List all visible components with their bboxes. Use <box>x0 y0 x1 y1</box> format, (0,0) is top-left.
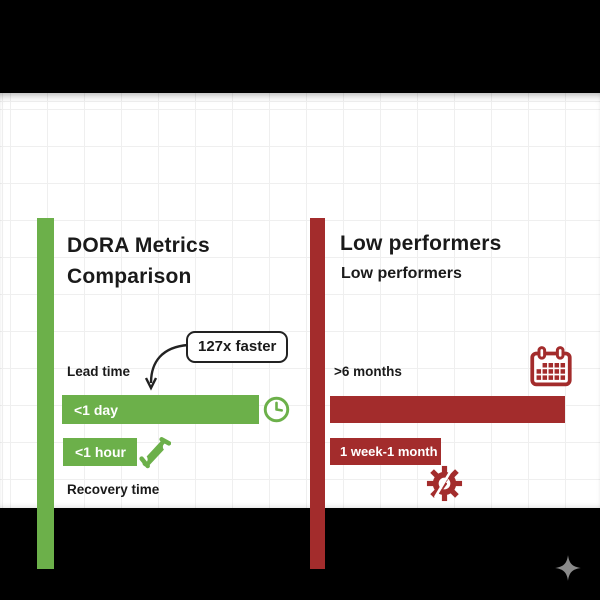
right-panel-title: Low performers <box>340 232 502 255</box>
lead-time-label: Lead time <box>67 364 131 379</box>
low-lead-time-bar <box>330 396 565 423</box>
low-lead-time-label: >6 months <box>334 364 402 379</box>
slide-canvas: DORA Metrics Comparison 127x faster Lead… <box>0 93 600 569</box>
low-recovery-value: 1 week-1 month <box>340 444 438 459</box>
calendar-icon <box>530 346 572 387</box>
wrench-icon <box>139 437 171 469</box>
gear-failure-icon <box>426 465 463 502</box>
elite-recovery-bar: <1 hour <box>63 438 137 466</box>
speed-callout: 127x faster <box>186 331 289 363</box>
elite-lead-time-value: <1 day <box>74 401 118 418</box>
left-panel-title: DORA Metrics Comparison <box>67 234 210 288</box>
low-accent-bar <box>310 218 325 569</box>
callout-arrow-icon <box>144 343 189 391</box>
sparkle-icon <box>555 555 581 581</box>
elite-accent-bar <box>37 218 54 569</box>
low-recovery-bar: 1 week-1 month <box>330 438 441 465</box>
elite-lead-time-bar: <1 day <box>62 395 259 424</box>
right-panel-subtitle: Low performers <box>341 265 462 282</box>
clock-icon <box>263 396 290 423</box>
recovery-time-label: Recovery time <box>67 482 160 497</box>
elite-recovery-value: <1 hour <box>75 444 126 460</box>
